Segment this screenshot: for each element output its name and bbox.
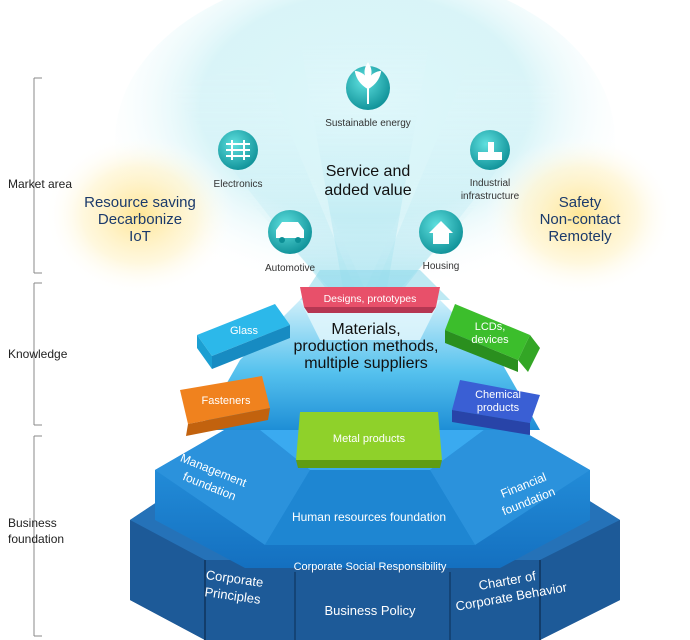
label-lcds-1: LCDs, — [475, 321, 506, 333]
label-designs: Designs, prototypes — [324, 293, 417, 305]
lcds-block — [445, 304, 540, 372]
label-housing: Housing — [423, 261, 460, 272]
left-glow-line-3: IoT — [129, 228, 151, 245]
label-automotive: Automotive — [265, 263, 315, 274]
label-glass: Glass — [230, 325, 259, 337]
right-yellow-glow — [485, 135, 675, 295]
fasteners-block — [180, 376, 270, 436]
chemical-block — [452, 380, 540, 435]
service-value-line-1: Service and — [326, 163, 411, 180]
market-icons — [218, 62, 510, 254]
industrial-infrastructure-icon — [470, 130, 510, 170]
label-chemical-2: products — [477, 402, 520, 414]
section-label-market: Market area — [8, 177, 72, 191]
service-value-line-2: added value — [324, 182, 411, 199]
label-lcds-2: devices — [471, 334, 509, 346]
label-metal: Metal products — [333, 433, 406, 445]
foundation-drum — [155, 418, 590, 568]
right-glow-line-2: Non-contact — [540, 211, 622, 228]
electronics-icon — [218, 130, 258, 170]
left-glow-line-2: Decarbonize — [98, 211, 182, 228]
glass-block — [197, 304, 290, 369]
right-glow-line-3: Remotely — [548, 228, 612, 245]
left-glow-line-1: Resource saving — [84, 194, 196, 211]
left-yellow-glow — [45, 135, 235, 295]
label-chemical-1: Chemical — [475, 389, 521, 401]
sustainable-energy-icon — [346, 62, 390, 110]
materials-line-3: multiple suppliers — [304, 355, 428, 372]
label-sustainable-energy: Sustainable energy — [325, 118, 411, 129]
label-industrial-1: Industrial — [470, 178, 511, 189]
section-label-business-1: Business — [8, 516, 57, 530]
label-fasteners: Fasteners — [202, 395, 251, 407]
metal-block — [296, 412, 442, 468]
housing-icon — [419, 210, 463, 254]
section-label-business-2: foundation — [8, 532, 64, 546]
human-resources-label: Human resources foundation — [292, 510, 446, 524]
business-policy-label: Business Policy — [324, 603, 416, 618]
label-electronics: Electronics — [214, 179, 263, 190]
csr-label: Corporate Social Responsibility — [294, 561, 447, 573]
designs-block — [300, 287, 440, 313]
section-label-knowledge: Knowledge — [8, 347, 68, 361]
automotive-icon — [268, 210, 312, 254]
materials-line-1: Materials, — [331, 321, 400, 338]
right-glow-line-1: Safety — [559, 194, 602, 211]
label-industrial-2: infrastructure — [461, 191, 520, 202]
materials-line-2: production methods, — [294, 338, 439, 355]
section-brackets — [33, 77, 42, 637]
